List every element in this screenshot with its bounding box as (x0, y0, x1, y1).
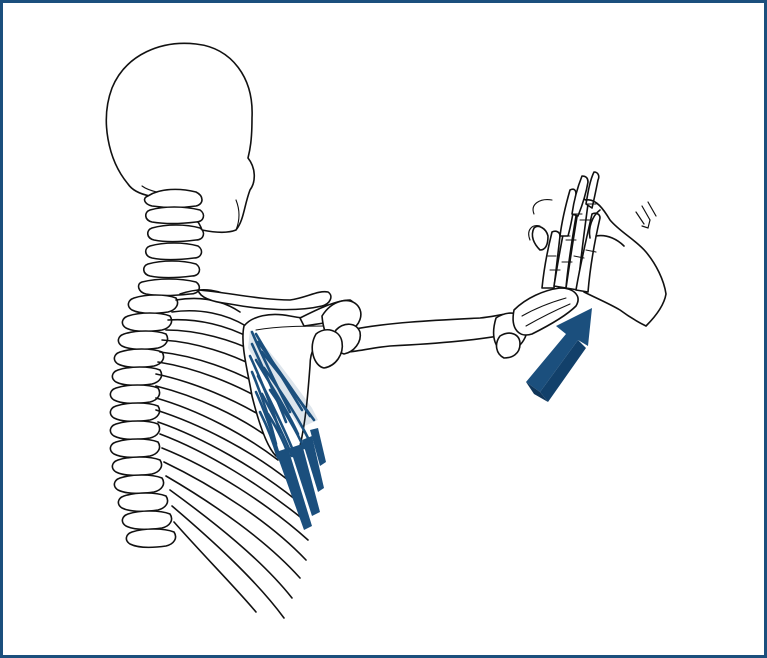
arm-icon (312, 301, 527, 368)
clavicle-icon (198, 290, 331, 310)
cervical-spine-icon (139, 189, 204, 295)
motion-lines-icon (636, 202, 656, 228)
spine-icon (110, 295, 177, 547)
